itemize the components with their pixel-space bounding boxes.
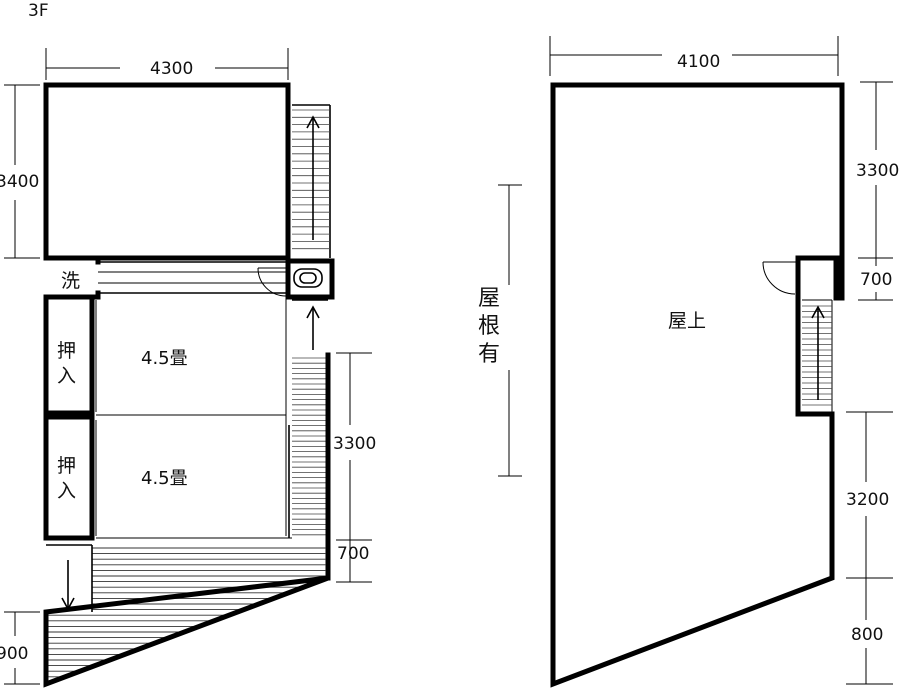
left-upper-height-dimension: 3400 <box>0 84 40 259</box>
upper-room <box>43 82 291 261</box>
left-right-small-label: 700 <box>337 544 369 564</box>
right-top-dimension: 4100 <box>549 36 839 76</box>
closet-2 <box>43 414 95 541</box>
bottom-deck <box>43 544 329 688</box>
left-bottom-dimension: 900 <box>0 611 40 685</box>
wash-label: 洗 <box>61 270 80 292</box>
left-top-width-label: 4300 <box>150 59 193 79</box>
roof-char-2: 根 <box>478 314 500 339</box>
roof-char-1: 屋 <box>478 286 500 311</box>
room-2-label: 4.5畳 <box>141 468 188 489</box>
middle-stairs <box>292 299 328 350</box>
right-mid-label: 700 <box>860 270 892 290</box>
room-1-label: 4.5畳 <box>141 348 188 369</box>
left-right-dimension: 3300 700 <box>333 352 376 583</box>
left-right-height-label: 3300 <box>333 434 376 454</box>
left-top-dimension: 4300 <box>45 48 289 80</box>
right-top-width-label: 4100 <box>677 52 720 72</box>
left-upper-height-label: 3400 <box>0 172 39 192</box>
side-stairs <box>292 352 331 581</box>
closet-1-char-2: 入 <box>57 365 76 387</box>
right-upper-label: 3300 <box>856 161 899 181</box>
left-plan: 4300 3400 <box>0 48 376 688</box>
right-plan: 4100 屋 根 有 屋上 <box>478 36 899 688</box>
roof-dimension: 屋 根 有 <box>478 184 522 477</box>
roof-char-3: 有 <box>478 342 500 367</box>
closet-2-char-2: 入 <box>57 480 76 502</box>
right-lower-label: 3200 <box>846 490 889 510</box>
rooftop-stairs <box>762 255 845 412</box>
upper-stairs <box>292 104 331 258</box>
left-bottom-label: 900 <box>0 644 28 664</box>
right-side-dimensions: 3300 700 3200 800 <box>846 81 899 685</box>
toilet-icon <box>285 258 335 300</box>
closet-1-char-1: 押 <box>57 340 76 362</box>
rooftop-outline <box>550 82 845 688</box>
rooms-block: 押 入 押 入 4.5畳 4.5畳 <box>43 294 292 541</box>
wash-row: 洗 <box>43 255 335 300</box>
rooftop-label: 屋上 <box>668 310 706 332</box>
right-bottom-label: 800 <box>851 625 883 645</box>
closet-2-char-1: 押 <box>57 455 76 477</box>
floor-label: 3F <box>28 1 49 21</box>
